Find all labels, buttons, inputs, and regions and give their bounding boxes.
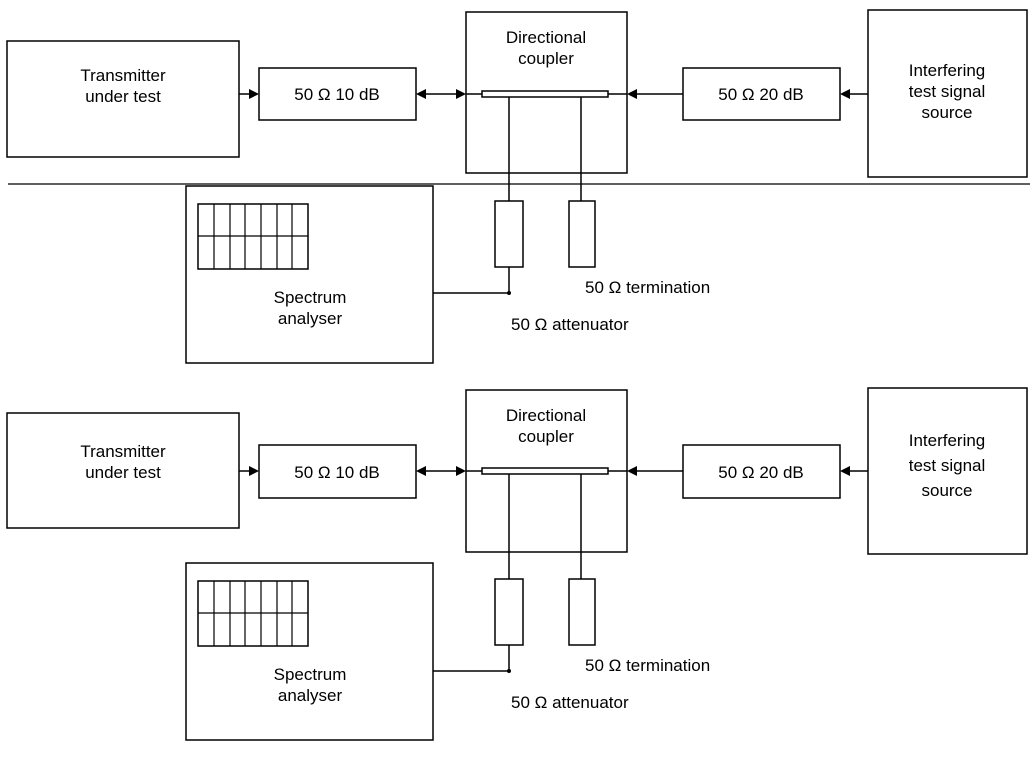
analyser-label-line-2: analyser	[278, 686, 343, 705]
transmitter-label-line-2: under test	[85, 463, 161, 482]
arrow-head-icon	[627, 466, 637, 476]
termination-label: 50 Ω termination	[585, 278, 710, 297]
attenuator-20db-box	[682, 67, 841, 121]
attenuator-10db-box	[258, 444, 417, 499]
arrow-head-icon	[416, 89, 426, 99]
attenuator-resistor	[494, 200, 524, 268]
termination-resistor	[568, 578, 596, 646]
attenuator-20db-label: 50 Ω 20 dB	[718, 85, 804, 104]
attenuator-label: 50 Ω attenuator	[511, 315, 629, 334]
arrow-head-icon	[416, 466, 426, 476]
termination-label: 50 Ω termination	[585, 656, 710, 675]
arrow-head-icon	[249, 466, 259, 476]
arrow-head-icon	[456, 466, 466, 476]
interferer-label-line-2: test signal	[909, 456, 986, 475]
coupler-label-line-1: Directional	[506, 28, 586, 47]
arrow-head-icon	[249, 89, 259, 99]
transmitter-label-line-1: Transmitter	[80, 66, 166, 85]
interferer-box	[867, 9, 1028, 178]
analyser-label-line-2: analyser	[278, 309, 343, 328]
junction-dot	[507, 669, 511, 673]
attenuator-resistor	[494, 578, 524, 646]
analyser-label-line-1: Spectrum	[274, 288, 347, 307]
transmitter-box	[6, 412, 240, 529]
upper-setup: Transmitter under test 50 Ω 10 dB Direct…	[6, 9, 1030, 364]
termination-resistor	[568, 200, 596, 268]
spectrum-analyser-box	[185, 562, 434, 741]
attenuator-10db-box	[258, 67, 417, 121]
attenuator-20db-box	[682, 444, 841, 499]
arrow-head-icon	[840, 89, 850, 99]
arrow-head-icon	[456, 89, 466, 99]
arrow-head-icon	[840, 466, 850, 476]
interferer-label-line-3: source	[921, 481, 972, 500]
attenuator-10db-label: 50 Ω 10 dB	[294, 463, 380, 482]
coupler-through-line	[481, 467, 609, 475]
interferer-box	[867, 387, 1028, 555]
interferer-label-line-1: Interfering	[909, 61, 986, 80]
coupler-through-line	[481, 90, 609, 98]
junction-dot	[507, 291, 511, 295]
analyser-screen-icon	[197, 580, 309, 647]
coupler-label-line-2: coupler	[518, 427, 574, 446]
coupler-label-line-2: coupler	[518, 49, 574, 68]
attenuator-20db-label: 50 Ω 20 dB	[718, 463, 804, 482]
arrow-head-icon	[627, 89, 637, 99]
transmitter-label-line-2: under test	[85, 87, 161, 106]
lower-setup: Transmitter under test 50 Ω 10 dB Direct…	[6, 387, 1028, 741]
analyser-screen-icon	[197, 203, 309, 270]
interferer-label-line-2: test signal	[909, 82, 986, 101]
attenuator-label: 50 Ω attenuator	[511, 693, 629, 712]
analyser-label-line-1: Spectrum	[274, 665, 347, 684]
transmitter-label-line-1: Transmitter	[80, 442, 166, 461]
interferer-label-line-3: source	[921, 103, 972, 122]
transmitter-box	[6, 40, 240, 158]
interferer-label-line-1: Interfering	[909, 431, 986, 450]
coupler-label-line-1: Directional	[506, 406, 586, 425]
attenuator-10db-label: 50 Ω 10 dB	[294, 85, 380, 104]
